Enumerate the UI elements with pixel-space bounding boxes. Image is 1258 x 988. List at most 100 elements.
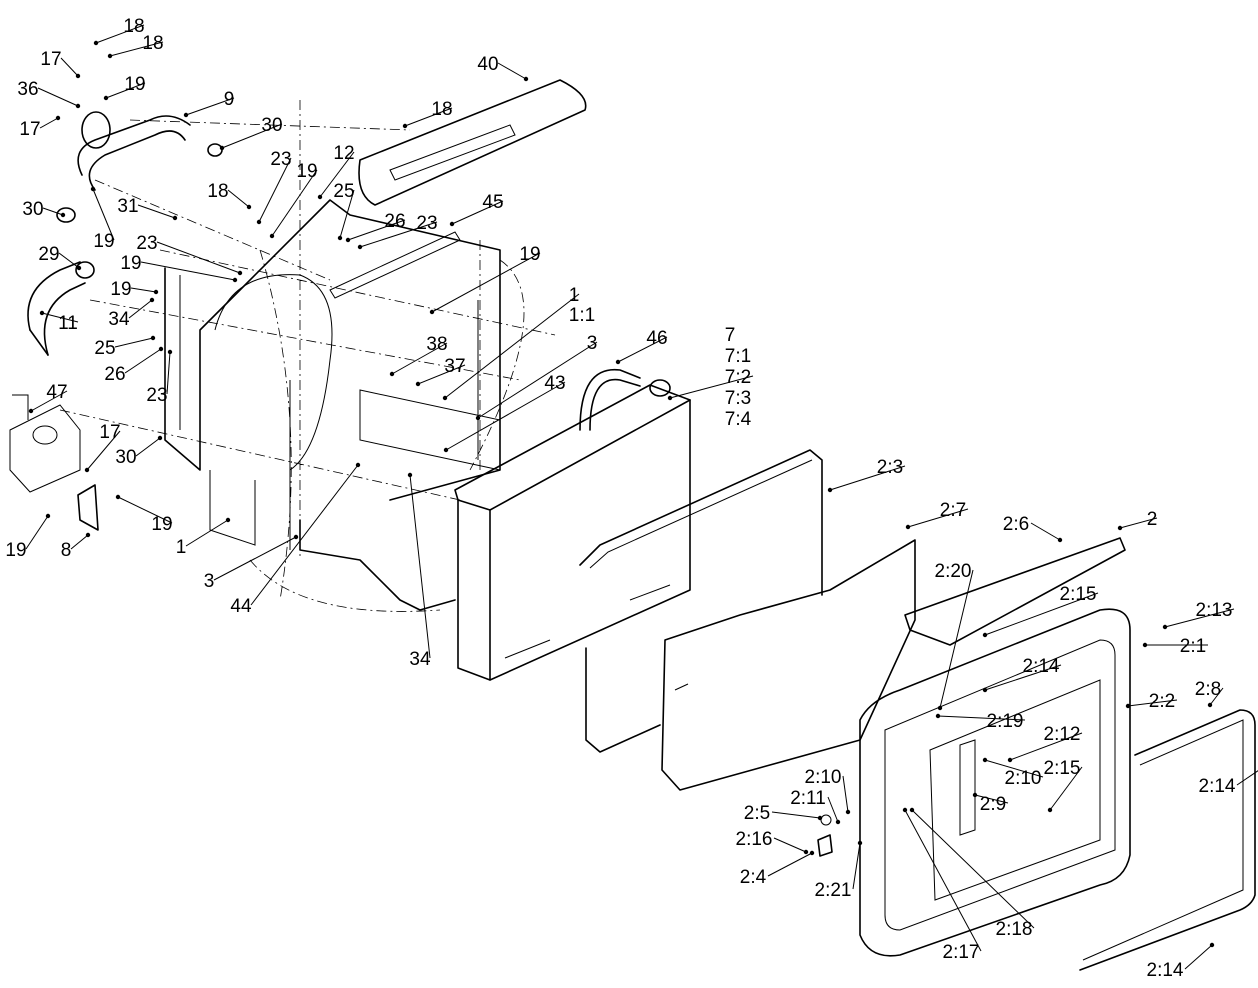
callout-label: 19 [296,161,317,182]
callout-label: 2:19 [987,711,1024,732]
fastener-point [103,95,109,101]
callout-label: 2:10 [1005,768,1042,789]
fastener-point [150,335,156,341]
fastener-point [615,359,621,365]
fastener-point [55,115,61,121]
callout-label: 2:13 [1196,600,1233,621]
callout-leader [907,508,969,528]
callout-leader [391,342,448,375]
callout-leader [431,252,541,313]
fastener-point [345,237,351,243]
fastener-point [107,53,113,59]
callout-leader [347,219,406,241]
callout-label: 26 [384,211,405,232]
hoses [27,111,223,356]
callout-label: 3 [204,571,215,592]
callout-label: 18 [431,99,452,120]
bracket [77,484,99,531]
fastener-point [972,792,978,798]
callout-label: 8 [61,540,72,561]
callout-leader [140,261,236,281]
callout-leader [70,534,89,550]
fastener-point [39,310,45,316]
fastener-point [905,524,911,530]
callout-label: 2:10 [805,767,842,788]
callout-leader [135,437,161,457]
callout-label: 7:2 [725,367,751,388]
callout-label: 2:14 [1199,776,1236,797]
side-rail [1079,709,1256,971]
callout-label: 47 [46,382,67,403]
fastener-point [982,632,988,638]
fastener-point [167,349,173,355]
callout-label: 1 [176,537,187,558]
fastener-point [857,840,863,846]
fastener-point [982,757,988,763]
top-baffle [904,537,1126,646]
callout-leader [185,97,235,116]
radiator-core [454,368,691,681]
fastener-point [909,807,915,813]
callout-leader [451,200,504,225]
fastener-point [76,265,82,271]
callout-leader [829,465,906,491]
callout-label: 17 [40,49,61,70]
fastener-point [355,462,361,468]
callout-label: 29 [38,244,59,265]
callout-leader [86,430,121,471]
callout-leader [30,390,68,412]
fastener-point [1125,703,1131,709]
fastener-point [45,513,51,519]
callout-label: 36 [17,79,38,100]
callout-label: 7:4 [725,409,752,430]
callout-leader [25,515,49,550]
fastener-point [817,815,823,821]
callout-leader [109,41,164,57]
callout-leader [984,759,1044,778]
latch-assembly [817,814,833,857]
callout-leader [359,221,438,248]
callout-label: 19 [93,231,114,252]
fastener-point [1142,642,1148,648]
callout-leader [911,809,1035,929]
callout-label: 2:15 [1044,758,1081,779]
callout-leader [124,348,162,374]
callout-leader [58,252,80,269]
fastener-point [937,705,943,711]
callout-leader [937,715,1026,721]
callout-label: 19 [519,244,540,265]
callout-label: 7:3 [725,388,751,409]
callout-leader [213,536,297,581]
fastener-point [475,415,481,421]
fastener-point [1162,624,1168,630]
callout-leader [319,151,355,198]
callout-leader [185,519,229,547]
callout-leader [904,809,982,952]
fastener-point [415,381,421,387]
callout-label: 43 [544,373,565,394]
callout-label: 2:20 [935,561,972,582]
callout-leader [60,57,79,77]
fastener-point [93,40,99,46]
fastener-point [1007,757,1013,763]
callout-leader [767,852,813,877]
callout-leader [227,189,250,208]
callout-label: 19 [5,540,26,561]
callout-label: 23 [416,213,437,234]
callout-label: 31 [117,196,138,217]
callout-leader [117,496,173,524]
callout-label: 2:14 [1147,960,1184,981]
callout-leader [42,207,64,216]
callout-leader [852,842,861,890]
radiator-frame [859,608,1131,957]
fastener-point [803,849,809,855]
fastener-point [115,494,121,500]
fastener-point [667,395,673,401]
fastener-point [1047,807,1053,813]
callout-label: 17 [19,119,40,140]
callout-leader [827,796,839,823]
callout-leader [939,569,974,709]
fastener-point [269,233,275,239]
fastener-point [449,221,455,227]
fastener-point [90,186,96,192]
